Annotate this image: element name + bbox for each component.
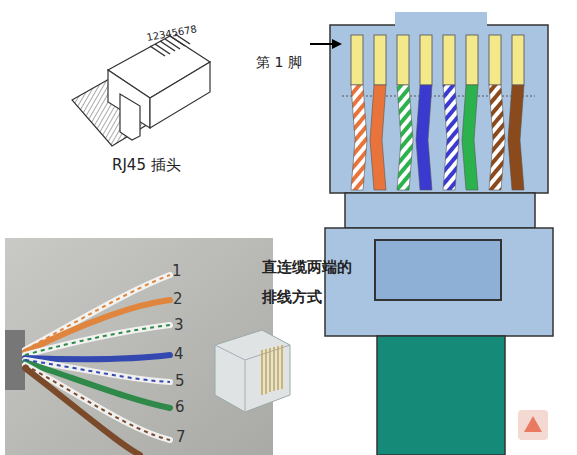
wire xyxy=(462,85,478,190)
pin-numbers: 12345678 xyxy=(146,20,217,43)
note: 直连缆两端的 排线方式 xyxy=(262,252,362,312)
pin-contact xyxy=(443,35,455,85)
part-name: RJ45 插头 xyxy=(112,156,222,175)
pin-contact xyxy=(374,35,386,85)
small-plug xyxy=(72,34,210,146)
pin-contact xyxy=(466,35,478,85)
pin-contact xyxy=(397,35,409,85)
big-plug xyxy=(310,12,553,455)
callout-number: 7 xyxy=(176,428,196,446)
wire xyxy=(489,85,505,190)
wire xyxy=(370,85,386,190)
callout-number: 1 xyxy=(172,262,192,280)
callout-number: 2 xyxy=(173,290,193,308)
cable-photo xyxy=(5,238,290,455)
pin-contact xyxy=(420,35,432,85)
pin-contact xyxy=(489,35,501,85)
pin-label: 第 1 脚 xyxy=(256,54,316,72)
wire xyxy=(416,85,432,190)
callout-number: 5 xyxy=(175,372,195,390)
watermark-logo xyxy=(518,410,548,440)
clear-plug xyxy=(215,330,290,412)
pin-contact xyxy=(351,35,363,85)
wire xyxy=(397,85,413,190)
callout-number: 6 xyxy=(175,398,195,416)
callout-number: 3 xyxy=(174,316,194,334)
pin-contact xyxy=(512,35,524,85)
wire xyxy=(351,85,367,190)
wire xyxy=(443,85,459,190)
callout-number: 4 xyxy=(174,345,194,363)
wire xyxy=(508,85,524,190)
